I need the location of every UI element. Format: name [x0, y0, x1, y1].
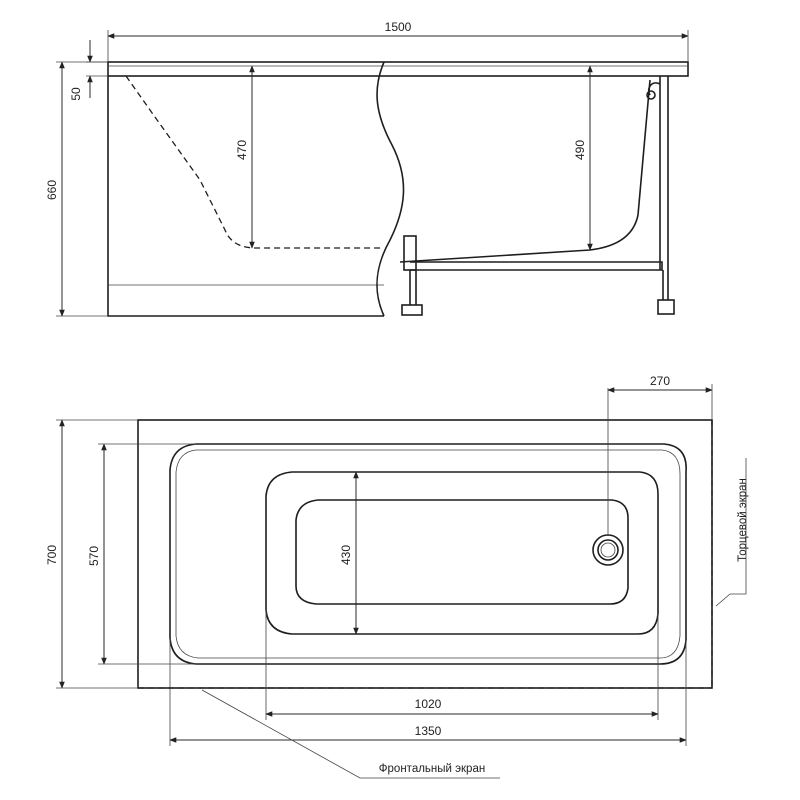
dim-bottom-length-1020: 1020 — [415, 697, 442, 711]
dim-bottom-width-430: 430 — [339, 545, 353, 565]
dim-inner-width-570: 570 — [87, 546, 101, 566]
frame-rail — [410, 261, 663, 271]
hidden-bowl-profile — [125, 75, 384, 249]
top-view: 270 700 570 430 1020 1350 Торцевой экран… — [45, 374, 749, 779]
dim-rim-50: 50 — [69, 87, 83, 101]
break-line — [376, 61, 405, 317]
outer-rim — [137, 419, 713, 689]
side-view: 1500 50 660 470 490 — [45, 20, 689, 317]
bowl-profile — [399, 79, 651, 263]
bath-rim — [107, 61, 689, 77]
end-panel-label: Торцевой экран — [737, 478, 749, 562]
dim-length-1500: 1500 — [385, 20, 412, 34]
bottom-contour — [265, 471, 659, 635]
inner-bowl — [169, 443, 687, 665]
front-panel-label: Фронтальный экран — [379, 763, 485, 775]
dim-width-700: 700 — [45, 545, 59, 565]
dim-depth-490: 490 — [573, 140, 587, 160]
left-foot — [401, 304, 423, 316]
front-panel-outline — [107, 76, 384, 317]
end-panel-leader — [715, 458, 747, 607]
front-panel-leader — [201, 689, 500, 779]
dim-drain-270: 270 — [650, 374, 670, 388]
dim-height-660: 660 — [45, 180, 59, 200]
dim-inner-length-1350: 1350 — [415, 724, 442, 738]
dim-depth-470: 470 — [235, 140, 249, 160]
siphon — [403, 235, 417, 271]
overflow-valve — [647, 82, 661, 96]
right-foot — [657, 299, 675, 315]
inner-flat — [295, 499, 629, 605]
